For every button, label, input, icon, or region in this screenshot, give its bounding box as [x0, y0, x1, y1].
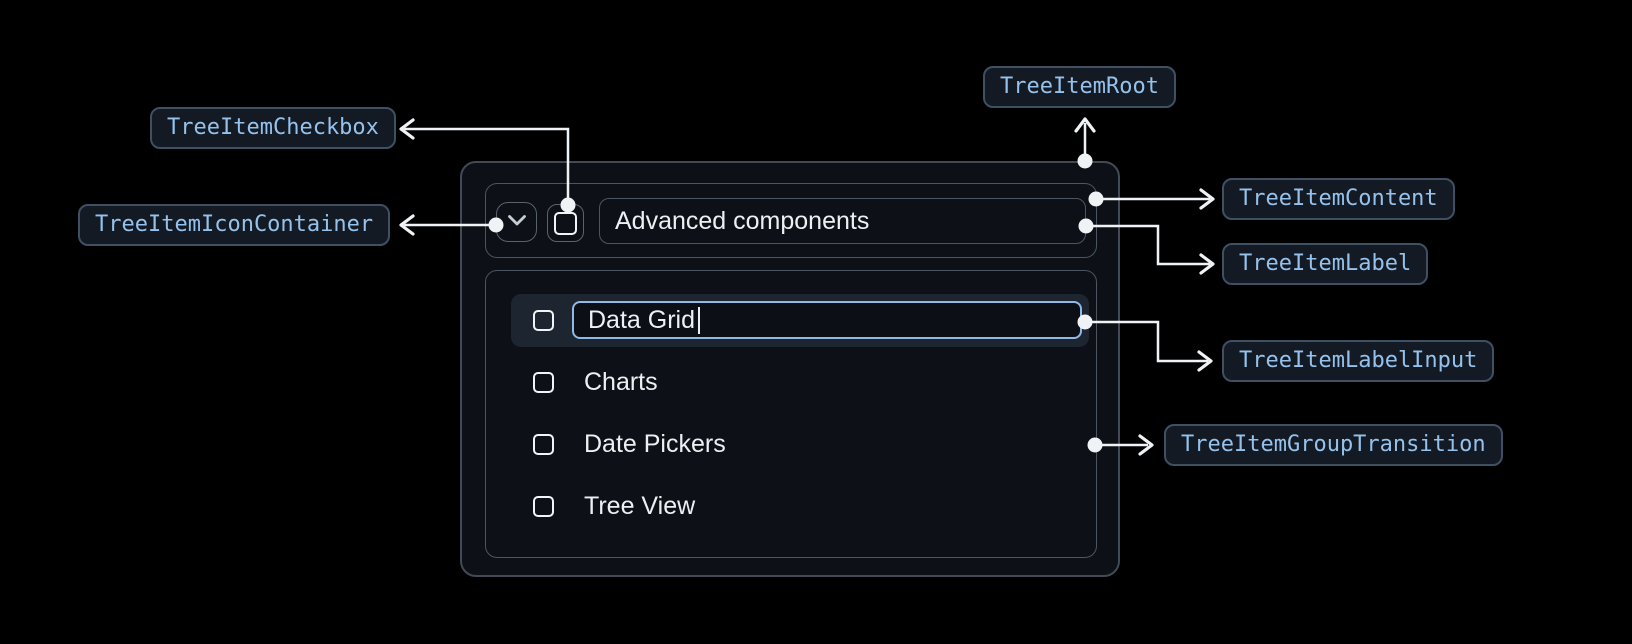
tree-item-label-text: Advanced components — [615, 206, 870, 235]
tree-item-root-badge: TreeItemRoot — [983, 66, 1176, 108]
tree-row[interactable]: Tree View — [511, 480, 1089, 533]
arrowhead-right-icon — [1197, 350, 1213, 372]
label-input-value: Data Grid — [588, 305, 695, 334]
arrowhead-right-icon — [1138, 434, 1154, 456]
arrowhead-right-icon — [1199, 253, 1215, 275]
item-checkbox-icon[interactable] — [533, 372, 554, 393]
tree-item-label-text: Charts — [584, 368, 658, 396]
tree-row[interactable]: Date Pickers — [511, 418, 1089, 471]
tree-item-label-input-badge: TreeItemLabelInput — [1222, 340, 1495, 382]
item-checkbox-icon[interactable] — [533, 496, 554, 517]
tree-item-label-input[interactable]: Data Grid — [572, 301, 1082, 339]
tree-item-content[interactable]: Advanced components — [485, 183, 1097, 258]
item-checkbox-icon[interactable] — [533, 434, 554, 455]
tree-item-label: Advanced components — [599, 198, 1086, 244]
tree-item-checkbox[interactable] — [547, 204, 584, 242]
tree-row[interactable]: Charts — [511, 356, 1089, 409]
tree-item-group-transition: Data Grid Charts Date Pickers Tree View — [485, 270, 1097, 558]
tree-item-checkbox-badge: TreeItemCheckbox — [150, 107, 396, 149]
arrowhead-left-icon — [399, 214, 415, 236]
checkbox-unchecked-icon — [554, 211, 577, 235]
tree-item-group-transition-badge: TreeItemGroupTransition — [1164, 424, 1503, 466]
tree-item-icon-container-badge: TreeItemIconContainer — [78, 204, 391, 246]
arrowhead-up-icon — [1074, 117, 1096, 133]
tree-item-label-text: Date Pickers — [584, 430, 726, 458]
arrowhead-right-icon — [1199, 188, 1215, 210]
tree-item-root: Advanced components Data Grid Charts Dat… — [460, 161, 1120, 577]
tree-item-label-badge: TreeItemLabel — [1222, 243, 1429, 285]
chevron-down-icon — [507, 213, 526, 231]
arrowhead-left-icon — [399, 118, 415, 140]
tree-item-icon-container[interactable] — [496, 202, 537, 242]
text-cursor — [697, 306, 700, 334]
tree-item-label-text: Tree View — [584, 492, 696, 520]
tree-item-content-badge: TreeItemContent — [1222, 178, 1455, 220]
tree-row-editing[interactable]: Data Grid — [511, 294, 1089, 347]
item-checkbox-icon[interactable] — [533, 310, 554, 331]
